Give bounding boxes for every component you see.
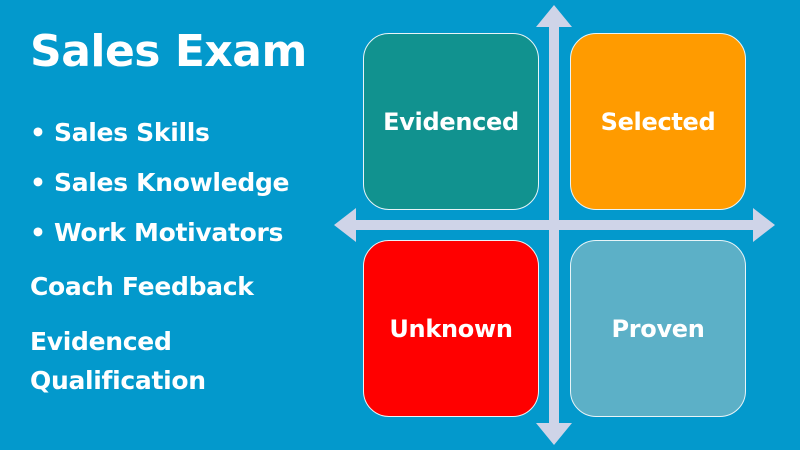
quadrant-evidenced: Evidenced (363, 33, 539, 210)
slide-title: Sales Exam (30, 26, 307, 77)
arrow-right-icon (753, 208, 775, 242)
item-coach-feedback: Coach Feedback (30, 272, 254, 301)
quadrant-label: Unknown (389, 314, 513, 343)
quadrant-selected: Selected (570, 33, 746, 210)
arrow-down-icon (536, 423, 572, 445)
bullet-sales-skills: Sales Skills (54, 118, 210, 147)
quadrant-label: Evidenced (383, 107, 519, 136)
quadrant-proven: Proven (570, 240, 746, 417)
bullet-dot-icon: • (30, 118, 46, 147)
quadrant-label: Selected (600, 107, 716, 136)
quadrant-unknown: Unknown (363, 240, 539, 417)
bullet-sales-knowledge: Sales Knowledge (54, 168, 290, 197)
bullet-work-motivators: Work Motivators (54, 218, 284, 247)
item-evidenced-line2: Qualification (30, 366, 206, 395)
horizontal-axis (355, 220, 755, 230)
bullet-dot-icon: • (30, 168, 46, 197)
arrow-left-icon (334, 208, 356, 242)
quadrant-label: Proven (611, 314, 705, 343)
item-evidenced-line1: Evidenced (30, 327, 172, 356)
bullet-dot-icon: • (30, 218, 46, 247)
arrow-up-icon (536, 5, 572, 27)
